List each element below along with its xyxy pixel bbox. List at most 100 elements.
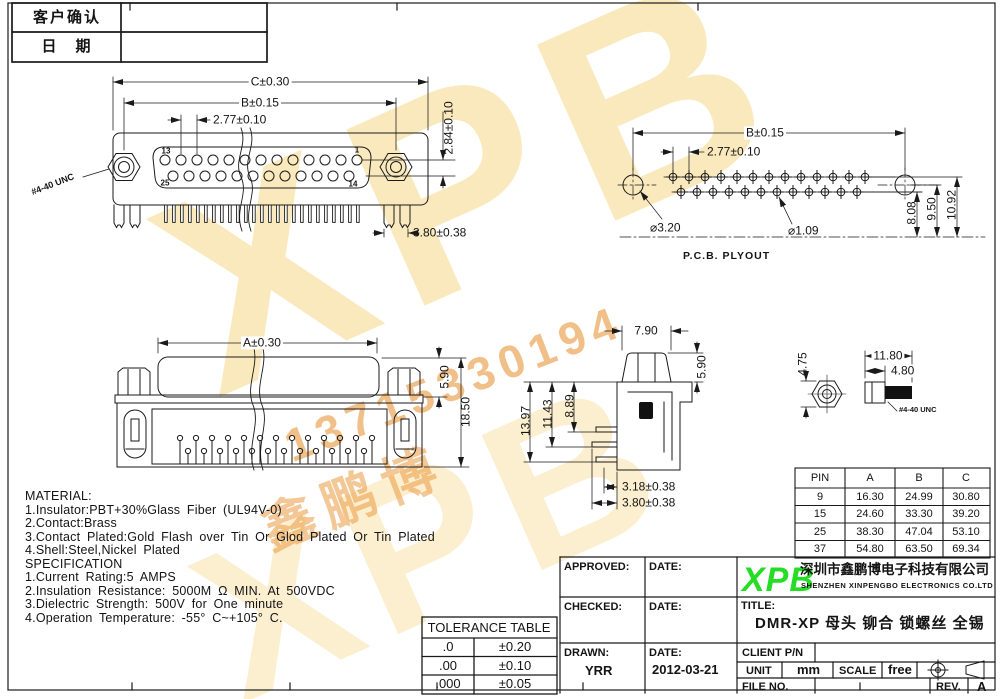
pin-table-cell: 25: [813, 525, 827, 538]
unit-value: mm: [797, 662, 821, 677]
pin-number-25: 25: [160, 178, 170, 188]
rear-dim-a: A±0.30: [241, 335, 283, 350]
spec-line-2: 2.Insulation Resistance: 5000M Ω MIN. At…: [25, 583, 335, 598]
pin-table-header-b: B: [915, 471, 923, 484]
pcb-hole-small-dim: ⌀1.09: [788, 223, 819, 238]
material-line-4: 4.Shell:Steel,Nickel Plated: [25, 543, 181, 557]
pin-table-cell: 15: [813, 507, 827, 520]
material-line-3: 3.Contact Plated:Gold Flash over Tin Or …: [25, 529, 435, 544]
drawn-date-value: 2012-03-21: [652, 662, 719, 677]
title-block-grid: [559, 556, 996, 694]
client-pn-label: CLIENT P/N: [742, 647, 804, 659]
title-label: TITLE:: [741, 600, 776, 612]
customer-confirm-label: 客户确认: [32, 8, 102, 26]
side-view: [523, 325, 704, 510]
pin-table-cell: 24.60: [856, 507, 884, 520]
tolerance-cell: .0: [442, 638, 454, 654]
pin-table-cell: 54.80: [856, 542, 884, 555]
material-line-2: 2.Contact:Brass: [25, 516, 117, 530]
material-title: MATERIAL:: [25, 489, 92, 503]
specification-title: SPECIFICATION: [25, 556, 123, 571]
material-line-1: 1.Insulator:PBT+30%Glass Fiber (UL94V-0): [25, 502, 282, 517]
drawing-title: DMR-XP 母头 铆合 锁螺丝 全锡: [755, 615, 985, 632]
side-dim-8-89: 8.89: [562, 394, 577, 418]
pin-table-cell: 16.30: [856, 490, 884, 503]
drawn-date-label: DATE:: [649, 647, 682, 659]
side-dim-11-43: 11.43: [540, 399, 555, 429]
front-dim-leg: 3.80±0.38: [413, 225, 467, 240]
pin-table-cell: 53.10: [952, 525, 980, 538]
unit-label: UNIT: [746, 665, 772, 677]
tolerance-cell: .000: [435, 675, 461, 691]
standoff-thread-label: #4-40 UNC: [899, 404, 937, 414]
side-dim-13-97: 13.97: [518, 405, 533, 437]
tolerance-table-grid: [421, 616, 558, 695]
side-dim-7-90: 7.90: [632, 323, 660, 338]
pin-table-header-c: C: [962, 471, 970, 484]
rev-value: A: [977, 679, 987, 694]
front-dim-c: C±0.30: [248, 74, 292, 89]
pin-table-cell: 39.20: [952, 507, 980, 520]
pin-table-cell: 24.99: [905, 490, 933, 503]
tolerance-table-title: TOLERANCE TABLE: [427, 619, 551, 635]
spec-line-3: 3.Dielectric Strength: 500V for One minu…: [25, 597, 284, 611]
company-logo: XPB: [742, 561, 815, 599]
front-view: [82, 76, 456, 238]
pin-table-cell: 47.04: [905, 525, 933, 538]
pin-table-header-pin: PIN: [810, 471, 830, 484]
side-dim-3-18: 3.18±0.38: [622, 479, 676, 494]
tolerance-cell: .00: [438, 657, 458, 673]
side-dim-5-90: 5.90: [694, 355, 709, 379]
pin-table-grid: [794, 467, 991, 559]
pin-table-cell: 9: [816, 490, 824, 503]
scale-value: free: [888, 662, 912, 677]
pin-table-cell: 38.30: [856, 525, 884, 538]
front-dim-b: B±0.15: [239, 95, 281, 110]
tolerance-cell: ±0.10: [498, 657, 532, 673]
rev-label: REV.: [936, 681, 961, 693]
file-no-label: FILE NO.: [742, 681, 789, 693]
scale-label: SCALE: [839, 665, 877, 677]
standoff-dim-11-80: 11.80: [871, 348, 905, 363]
pin-table-cell: 63.50: [905, 542, 933, 555]
pin-number-1: 1: [354, 145, 360, 155]
pin-table-cell: 33.30: [905, 507, 933, 520]
pcb-dim-b: B±0.15: [744, 125, 786, 140]
tolerance-cell: ±0.20: [498, 638, 532, 654]
tolerance-cell: ±0.05: [498, 675, 532, 691]
front-dim-row-offset: 2.84±0.10: [441, 101, 456, 155]
confirm-table-grid: [11, 2, 268, 63]
checked-date-label: DATE:: [649, 601, 682, 613]
pin-number-14: 14: [348, 179, 358, 189]
pin-table-header-a: A: [866, 471, 874, 484]
company-name-cn: 深圳市鑫鹏博电子科技有限公司: [800, 562, 989, 577]
rear-dim-18-50: 18.50: [458, 396, 473, 428]
front-dim-pitch: 2.77±0.10: [213, 112, 267, 127]
pcb-dim-9-50: 9.50: [924, 197, 939, 221]
standoff-dim-4-80: 4.80: [889, 363, 917, 378]
checked-label: CHECKED:: [564, 601, 623, 613]
date-row-label: 日 期: [41, 37, 93, 55]
drawn-label: DRAWN:: [564, 647, 610, 659]
pin-table-cell: 30.80: [952, 490, 980, 503]
rear-dim-5-90: 5.90: [437, 365, 452, 389]
pcb-layout-view: [617, 127, 986, 238]
approved-label: APPROVED:: [564, 561, 630, 573]
pcb-caption: P.C.B. PLYOUT: [683, 250, 771, 263]
company-name-en: SHENZHEN XINPENGBO ELECTRONICS CO.LTD: [801, 581, 994, 590]
pin-number-13: 13: [161, 146, 171, 156]
pcb-hole-big-dim: ⌀3.20: [650, 220, 681, 235]
pcb-dim-8-08: 8.08: [904, 201, 919, 225]
drawn-value: YRR: [585, 663, 613, 678]
rear-view: [114, 337, 470, 471]
side-dim-3-80: 3.80±0.38: [622, 495, 676, 510]
pin-table-cell: 37: [813, 542, 827, 555]
standoff-dim-4-75: 4.75: [795, 352, 810, 376]
spec-line-1: 1.Current Rating:5 AMPS: [25, 570, 176, 584]
spec-line-4: 4.Operation Temperature: -55° C~+105° C.: [25, 610, 283, 625]
drawing-frame: [7, 2, 996, 691]
pcb-dim-pitch: 2.77±0.10: [707, 144, 761, 159]
pcb-dim-10-92: 10.92: [944, 189, 959, 221]
